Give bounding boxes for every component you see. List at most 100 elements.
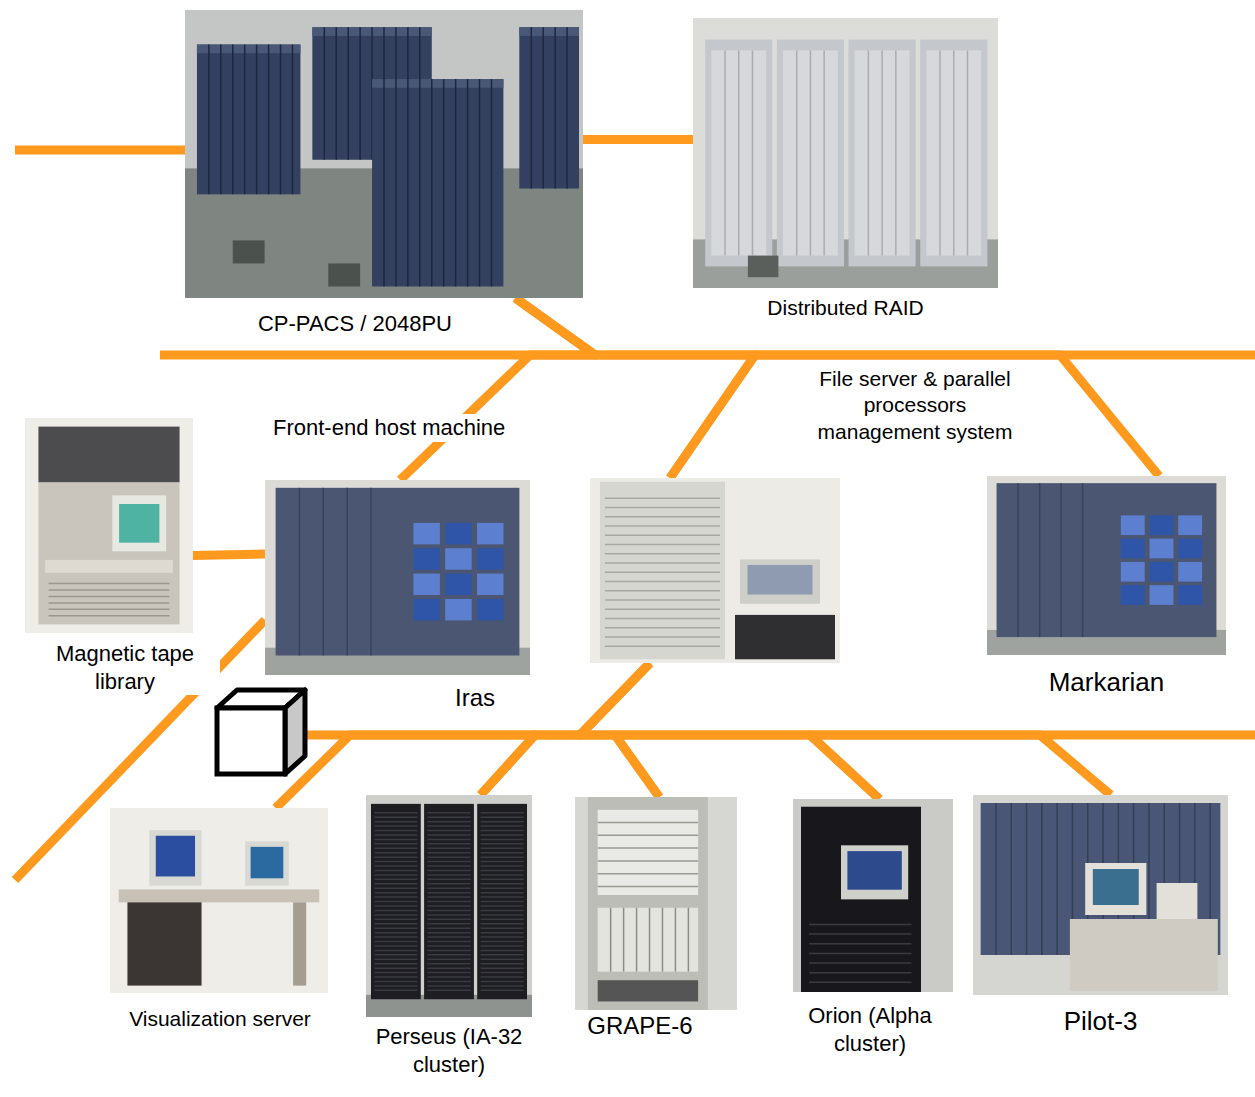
panel-slat: [481, 874, 524, 876]
panel-seam: [868, 50, 870, 255]
status-panel: [1121, 562, 1145, 582]
panel-seam: [810, 50, 812, 255]
server-cabinet: [127, 902, 201, 985]
panel-slat: [481, 914, 524, 916]
panel-slat: [374, 914, 417, 916]
panel-slat: [374, 910, 417, 912]
raid-front: [783, 50, 838, 255]
rack-frame: [588, 797, 708, 1010]
panel-slat: [427, 883, 470, 885]
panel-slat: [427, 945, 470, 947]
monitor-case: [740, 559, 820, 603]
library-top: [38, 427, 179, 483]
panel-slat: [809, 953, 911, 955]
network-link: [583, 135, 693, 144]
panel-slat: [481, 941, 524, 943]
panel-slat: [605, 627, 720, 629]
panel-slat: [427, 861, 470, 863]
floor-vent: [748, 256, 779, 278]
status-panel: [413, 599, 440, 620]
panel-slat: [427, 812, 470, 814]
panel-slat: [481, 816, 524, 818]
machine-label: Distributed RAID: [693, 295, 998, 321]
panel-slat: [427, 923, 470, 925]
status-panel: [1178, 585, 1202, 605]
panel-slat: [374, 874, 417, 876]
panel-slat: [481, 927, 524, 929]
machine-node: Distributed RAID: [693, 18, 998, 288]
machine-label: GRAPE-6: [540, 1011, 740, 1041]
panel-seam: [292, 45, 294, 195]
panel-seam: [566, 27, 568, 188]
panel-slat: [481, 976, 524, 978]
panel-slat: [427, 919, 470, 921]
monitor-case: [112, 495, 166, 551]
machine-label: Orion (Alpha cluster): [785, 1002, 955, 1057]
panel-seam: [491, 79, 493, 286]
panel-slat: [481, 981, 524, 983]
machine-illustration: [793, 799, 953, 992]
panel-seam: [407, 79, 409, 286]
panel-slat: [598, 873, 698, 875]
panel-seam: [370, 488, 372, 656]
status-panel: [445, 523, 472, 544]
machine-node: Markarian: [987, 476, 1226, 655]
room-wall: [973, 795, 1228, 995]
panel-slat: [49, 609, 170, 611]
panel-slat: [49, 589, 170, 591]
panel-slat: [481, 910, 524, 912]
panel-slat: [605, 516, 720, 518]
machine-label: Markarian: [987, 666, 1226, 699]
panel-slat: [374, 887, 417, 889]
machine-photo: [575, 797, 737, 1010]
panel-seam: [662, 908, 664, 972]
panel-seam: [220, 45, 222, 195]
panel-seam: [323, 488, 325, 656]
panel-seam: [623, 908, 625, 972]
floor-vent: [233, 240, 265, 263]
panel-slat: [374, 834, 417, 836]
raid-front: [711, 50, 766, 255]
panel-slat: [809, 962, 911, 964]
cube-side: [285, 690, 305, 774]
panel-slat: [481, 843, 524, 845]
room-wall: [575, 797, 737, 1010]
panel-slat: [374, 967, 417, 969]
machine-node: Orion (Alpha cluster): [793, 799, 953, 992]
panel-slat: [427, 914, 470, 916]
panel-seam: [796, 50, 798, 255]
panel-seam: [554, 27, 556, 188]
panel-slat: [481, 852, 524, 854]
panel-seam: [347, 27, 349, 159]
panel-slat: [427, 932, 470, 934]
panel-slat: [481, 834, 524, 836]
panel-slat: [481, 901, 524, 903]
room-wall: [987, 476, 1226, 655]
panel-slat: [49, 596, 170, 598]
monitor-screen: [847, 851, 901, 890]
panel-seam: [467, 79, 469, 286]
panel-slat: [481, 896, 524, 898]
machine-node: Pilot-3: [973, 795, 1228, 995]
panel-slat: [49, 602, 170, 604]
status-panel: [477, 599, 504, 620]
panel-slat: [605, 544, 720, 546]
panel-slat: [481, 954, 524, 956]
room-wall: [110, 808, 328, 993]
panel-slat: [374, 950, 417, 952]
panel-slat: [49, 583, 170, 585]
panel-slat: [427, 896, 470, 898]
panel-slat: [427, 959, 470, 961]
panel-slat: [427, 967, 470, 969]
panel-slat: [374, 932, 417, 934]
panel-slat: [374, 985, 417, 987]
raid-cabinet: [920, 40, 987, 267]
panel-slat: [374, 901, 417, 903]
panel-slat: [427, 954, 470, 956]
panel-slat: [374, 923, 417, 925]
monitor-screen: [748, 565, 813, 595]
panel-slat: [605, 553, 720, 555]
machine-node: Front-end host machineIras: [265, 480, 530, 675]
panel-slat: [481, 830, 524, 832]
panel-seam: [1011, 803, 1013, 955]
